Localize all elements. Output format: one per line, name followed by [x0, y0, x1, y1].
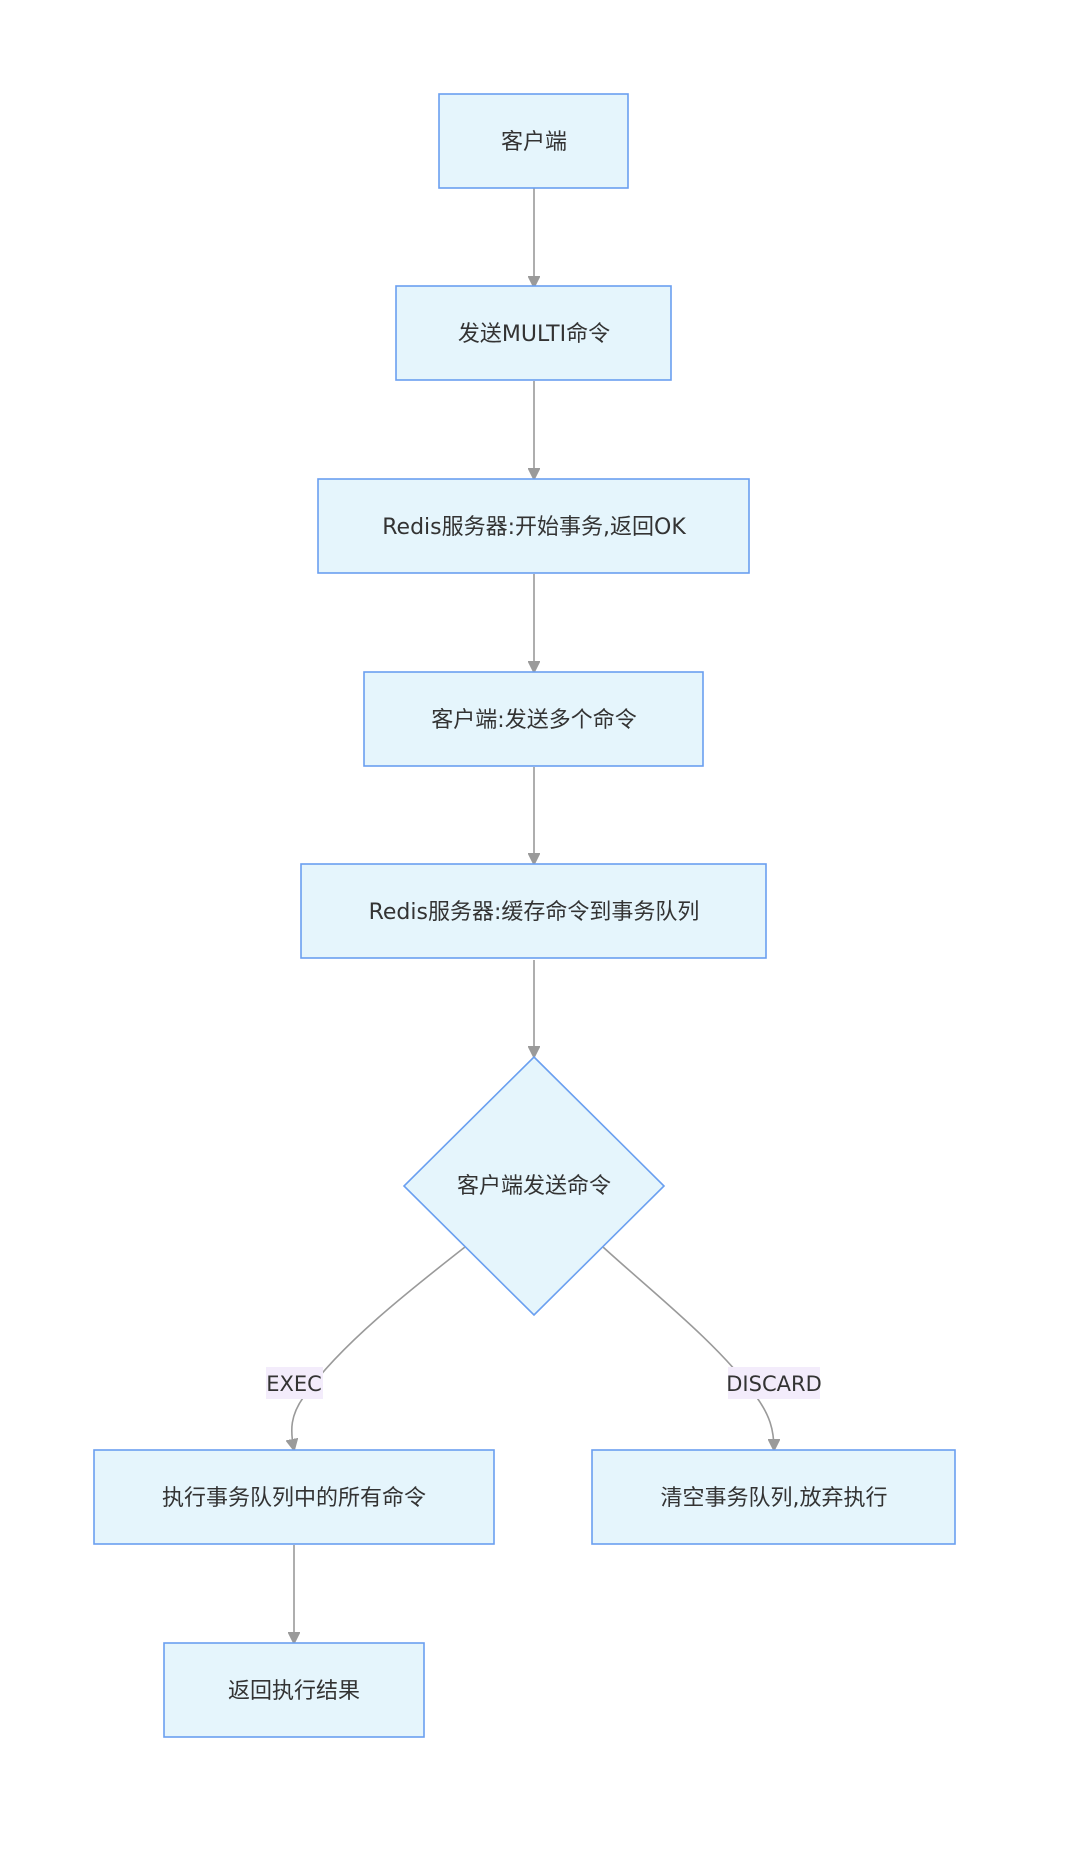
node-server-start-label: Redis服务器:开始事务,返回OK [382, 515, 686, 540]
node-server-queue-label: Redis服务器:缓存命令到事务队列 [369, 900, 700, 925]
edge-decision-to-discard [602, 1246, 774, 1450]
node-client-label: 客户端 [501, 130, 567, 155]
node-discard-all: 清空事务队列,放弃执行 [591, 1449, 956, 1545]
edge-label-discard-text: DISCARD [726, 1372, 821, 1396]
node-server-start: Redis服务器:开始事务,返回OK [317, 478, 750, 574]
node-send-multi-label: 发送MULTI命令 [458, 322, 610, 347]
node-discard-all-label: 清空事务队列,放弃执行 [661, 1486, 888, 1511]
node-exec-all: 执行事务队列中的所有命令 [93, 1449, 495, 1545]
edge-decision-to-exec [292, 1246, 466, 1450]
node-client-send-many: 客户端:发送多个命令 [363, 671, 704, 767]
node-client: 客户端 [438, 93, 629, 189]
node-server-queue: Redis服务器:缓存命令到事务队列 [300, 863, 767, 959]
edge-label-discard: DISCARD [726, 1367, 822, 1399]
edge-label-exec-text: EXEC [266, 1372, 322, 1396]
node-return-result-label: 返回执行结果 [228, 1679, 360, 1704]
edge-label-exec: EXEC [266, 1367, 323, 1399]
node-return-result: 返回执行结果 [163, 1642, 425, 1738]
node-exec-all-label: 执行事务队列中的所有命令 [162, 1486, 426, 1511]
node-send-multi: 发送MULTI命令 [395, 285, 672, 381]
node-decision-label: 客户端发送命令 [457, 1174, 611, 1199]
node-client-send-many-label: 客户端:发送多个命令 [431, 708, 636, 733]
node-decision: 客户端发送命令 [402, 1055, 666, 1317]
